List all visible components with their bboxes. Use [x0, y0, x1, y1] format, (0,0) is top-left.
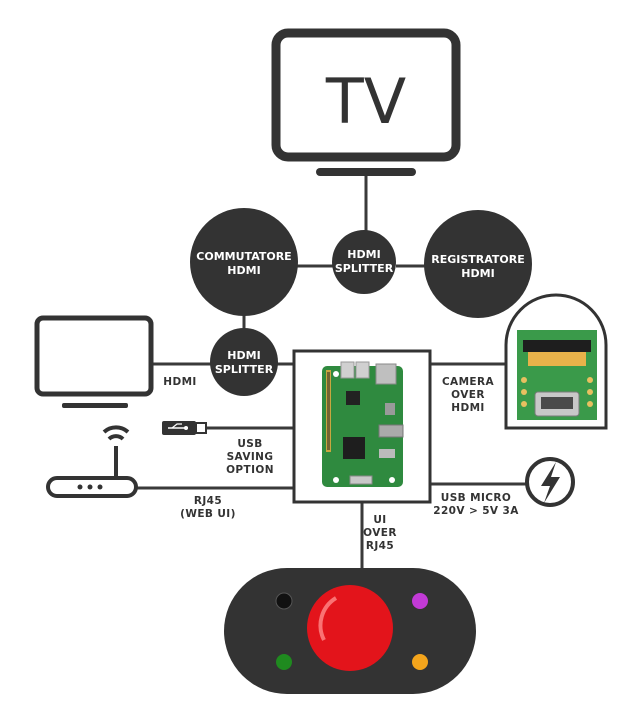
hdmi-edge-label: HDMI [163, 376, 196, 388]
wifi-router-icon [46, 425, 138, 498]
node-registratore-hdmi: REGISTRATORE HDMI [424, 210, 532, 318]
camera-label-line1: CAMERA [442, 376, 495, 388]
rj45-label-line1: RJ45 [194, 495, 222, 507]
camera-label-line2: OVER [451, 389, 485, 401]
usb-label-line3: OPTION [226, 464, 274, 476]
splitter-left-line2: SPLITTER [215, 363, 274, 376]
usb-label-line1: USB [237, 438, 262, 450]
raspberry-pi-board-icon [322, 361, 404, 487]
registratore-line1: REGISTRATORE [431, 253, 525, 266]
camera-label-line3: HDMI [451, 402, 484, 414]
commutatore-line2: HDMI [227, 264, 260, 277]
led-purple [412, 593, 428, 609]
tv-icon: TV [271, 28, 461, 176]
usb-stick-icon [162, 421, 207, 435]
power-label-line1: USB MICRO [441, 492, 511, 504]
connections [136, 176, 526, 572]
splitter-left-line1: HDMI [227, 349, 260, 362]
power-label-line2: 220V > 5V 3A [433, 505, 519, 517]
ui-label-line3: RJ45 [366, 540, 394, 552]
led-orange [412, 654, 428, 670]
splitter-top-line1: HDMI [347, 248, 380, 261]
led-black [275, 592, 293, 610]
registratore-line2: HDMI [461, 267, 494, 280]
hdmi-camera-adapter-icon [504, 293, 608, 430]
led-green [276, 654, 292, 670]
monitor-icon [34, 315, 154, 408]
raspberry-pi-box [292, 349, 432, 504]
commutatore-line1: COMMUTATORE [196, 250, 291, 263]
node-hdmi-splitter-left: HDMI SPLITTER [210, 328, 278, 396]
ui-label-line2: OVER [363, 527, 397, 539]
arcade-button-controller-icon [224, 568, 476, 694]
splitter-top-line2: SPLITTER [335, 262, 394, 275]
node-hdmi-splitter-top: HDMI SPLITTER [332, 230, 396, 294]
rj45-label-line2: (WEB UI) [180, 508, 236, 520]
tv-label: TV [325, 65, 406, 138]
node-commutatore-hdmi: COMMUTATORE HDMI [190, 208, 298, 316]
usb-label-line2: SAVING [227, 451, 274, 463]
ui-label-line1: UI [373, 514, 386, 526]
lightning-bolt-icon [525, 457, 575, 507]
